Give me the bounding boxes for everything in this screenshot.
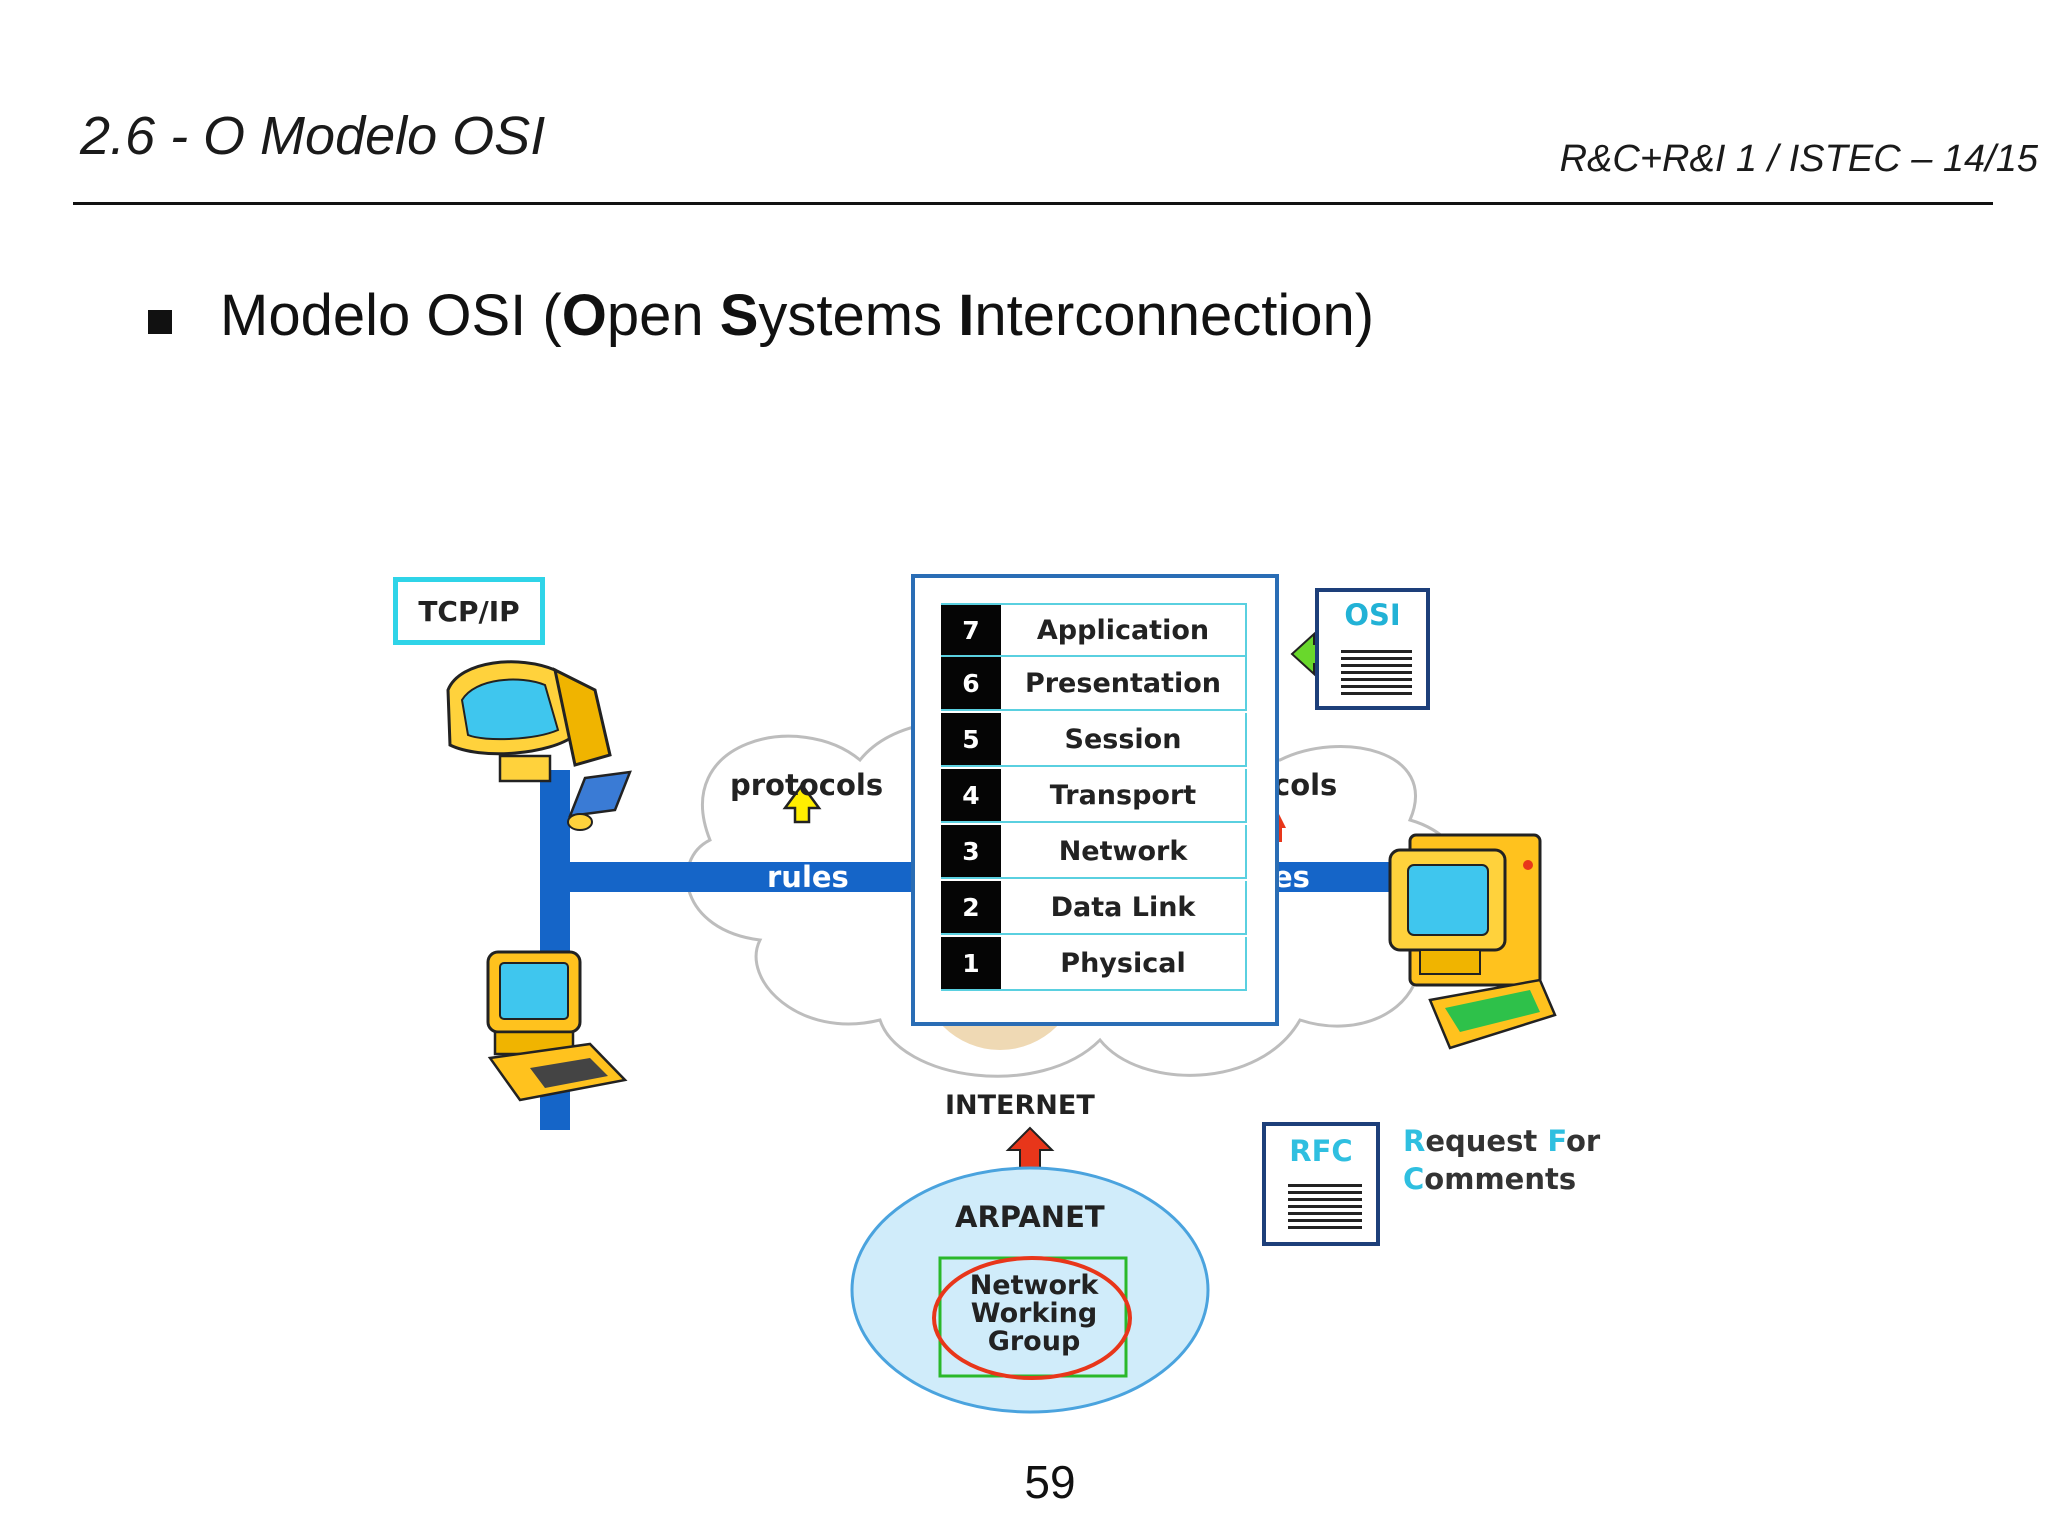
protocols-label-left: protocols xyxy=(730,768,884,802)
computer-bottom-left-icon xyxy=(486,950,628,1102)
layer-name: Application xyxy=(1001,603,1247,657)
osi-layer-row: 2 Data Link xyxy=(941,881,1247,935)
layer-number: 3 xyxy=(941,825,1001,879)
yellow-up-arrow xyxy=(782,782,822,824)
computer-top-left-icon xyxy=(446,660,632,831)
osi-layer-row: 3 Network xyxy=(941,825,1247,879)
layer-name: Presentation xyxy=(1001,657,1247,711)
layer-number: 6 xyxy=(941,657,1001,711)
document-lines xyxy=(1341,650,1412,699)
computer-right-icon xyxy=(1388,833,1557,1050)
red-up-arrow-bottom xyxy=(1005,1126,1055,1173)
osi-layer-row: 4 Transport xyxy=(941,769,1247,823)
osi-layer-row: 6 Presentation xyxy=(941,657,1247,711)
osi-document-title: OSI xyxy=(1344,598,1401,632)
nwg-red-circle xyxy=(932,1256,1132,1380)
document-lines xyxy=(1288,1184,1362,1233)
layer-name: Physical xyxy=(1001,937,1247,991)
osi-layer-row: 1 Physical xyxy=(941,937,1247,991)
rfc-document-icon: RFC xyxy=(1262,1122,1380,1246)
title-divider xyxy=(73,202,1993,205)
page-number: 59 xyxy=(1024,1456,1076,1508)
rules-label-left: rules xyxy=(767,860,849,894)
osi-diagram: TCP/IP protocols rules cols es 7 Applica… xyxy=(380,560,1680,1440)
osi-layer-stack: 7 Application 6 Presentation 5 Session 4… xyxy=(911,574,1279,1026)
layer-name: Network xyxy=(1001,825,1247,879)
slide-title: 2.6 - O Modelo OSI xyxy=(80,106,546,166)
layer-number: 5 xyxy=(941,713,1001,767)
tcpip-label-box: TCP/IP xyxy=(393,577,545,645)
network-bar-left xyxy=(555,862,915,892)
rfc-document-title: RFC xyxy=(1289,1134,1353,1168)
protocols-label-right: cols xyxy=(1273,768,1338,802)
layer-number: 1 xyxy=(941,937,1001,991)
bullet-square-icon xyxy=(148,310,172,334)
layer-name: Session xyxy=(1001,713,1247,767)
arpanet-label: ARPANET xyxy=(955,1200,1105,1234)
internet-label: INTERNET xyxy=(945,1090,1095,1121)
layer-number: 4 xyxy=(941,769,1001,823)
bullet-text: Modelo OSI (Open Systems Interconnection… xyxy=(220,283,1375,348)
osi-layer-row: 5 Session xyxy=(941,713,1247,767)
osi-document-icon: OSI xyxy=(1315,588,1430,710)
layer-number: 7 xyxy=(941,603,1001,657)
osi-layer-row: 7 Application xyxy=(941,603,1247,657)
layer-number: 2 xyxy=(941,881,1001,935)
layer-name: Data Link xyxy=(1001,881,1247,935)
course-reference: R&C+R&I 1 / ISTEC – 14/15 xyxy=(1559,138,2038,180)
rules-label-right: es xyxy=(1273,860,1310,894)
layer-name: Transport xyxy=(1001,769,1247,823)
